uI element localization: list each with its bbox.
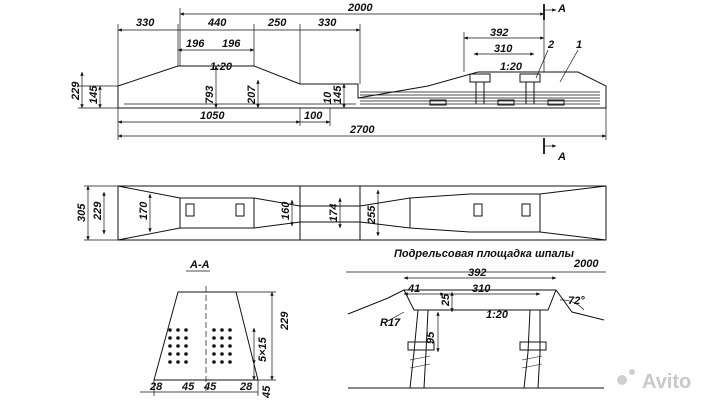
rail-slope: 1:20 <box>486 309 509 321</box>
plan-bolt-4 <box>521 203 531 217</box>
reinforcement-wire <box>184 352 188 356</box>
reinforcement-wire <box>176 360 180 364</box>
rail-dim-41: 41 <box>407 283 420 295</box>
reinforcement-wire <box>228 328 232 332</box>
dim-28-right: 28 <box>239 381 253 393</box>
dim-310: 310 <box>494 43 513 55</box>
reinforcement-wire <box>212 352 216 356</box>
reinforcement-wire <box>220 336 224 340</box>
section-title: А-А <box>189 259 210 271</box>
reinforcement-wire <box>168 360 172 364</box>
side-view-reinforcement <box>124 91 600 105</box>
dim-28-left: 28 <box>149 381 163 393</box>
section-mark-bottom: А <box>557 151 566 163</box>
reinforcement-wire <box>228 352 232 356</box>
dim-160: 160 <box>280 201 292 220</box>
plan-bolt-3 <box>473 203 483 217</box>
dim-2700: 2700 <box>349 124 375 136</box>
watermark-text: Avito <box>642 371 691 393</box>
avito-watermark: Avito <box>617 369 691 393</box>
plan-bolt-1 <box>185 203 195 217</box>
reinforcement-wire <box>168 344 172 348</box>
rail-seat-detail: Подрельсовая площадка шпалы 2000 392 41 … <box>346 248 606 389</box>
reinforcement-wire <box>220 352 224 356</box>
reinforcement-wire <box>212 344 216 348</box>
reinforcement-wire <box>168 352 172 356</box>
rail-dim-95: 95 <box>425 331 437 344</box>
dim-1050: 1050 <box>200 110 225 122</box>
reinforcement-wire <box>176 352 180 356</box>
dim-330-mid: 330 <box>318 17 337 29</box>
reinforcement-wire <box>168 336 172 340</box>
dim-330-left: 330 <box>136 17 155 29</box>
reinforcement-wire <box>176 344 180 348</box>
rail-dim-25: 25 <box>440 293 452 307</box>
rail-dim-r17: R17 <box>380 317 401 329</box>
reinforcement-wire <box>212 336 216 340</box>
reinforcement-wire <box>168 328 172 332</box>
reinforcement-wire <box>184 328 188 332</box>
reinforcement-wire <box>184 360 188 364</box>
reinforcement-wire <box>176 328 180 332</box>
plan-bolt-2 <box>235 203 245 217</box>
section-mark-top: А <box>557 3 566 15</box>
dim-2000: 2000 <box>347 2 373 14</box>
rail-dim-392: 392 <box>468 267 486 279</box>
rail-dim-310: 310 <box>472 283 491 295</box>
side-view-dim-lines <box>78 4 607 154</box>
plan-view-outline <box>117 185 607 241</box>
dim-255: 255 <box>366 205 378 225</box>
dim-793: 793 <box>204 86 216 104</box>
reinforcement-wire <box>212 360 216 364</box>
rail-seat-title: Подрельсовая площадка шпалы <box>394 248 575 260</box>
callout-2: 2 <box>547 39 554 51</box>
slope-left: 1:20 <box>210 61 233 73</box>
dim-100: 100 <box>304 110 323 122</box>
rail-dim-72deg: 72° <box>568 295 585 307</box>
dim-45-vertical: 45 <box>261 385 273 399</box>
side-view-outline <box>117 65 607 109</box>
dim-170: 170 <box>138 201 150 220</box>
dim-440: 440 <box>207 17 227 29</box>
dim-250: 250 <box>267 17 287 29</box>
dim-5x15: 5×15 <box>257 336 269 362</box>
section-wires <box>168 328 232 364</box>
slope-right: 1:20 <box>500 61 523 73</box>
side-view-fastenings <box>429 73 565 106</box>
dim-196-left: 196 <box>186 38 205 50</box>
dim-45-b: 45 <box>203 381 217 393</box>
dim-196-right: 196 <box>222 38 241 50</box>
dim-392: 392 <box>490 27 508 39</box>
section-a-a: А-А 229 5×15 45 28 45 45 28 <box>140 259 291 399</box>
watermark-dot-icon <box>617 375 627 385</box>
reinforcement-wire <box>184 344 188 348</box>
reinforcement-wire <box>220 360 224 364</box>
reinforcement-wire <box>220 328 224 332</box>
callout-1: 1 <box>576 39 582 51</box>
reinforcement-wire <box>220 344 224 348</box>
dim-145-mid: 145 <box>332 85 344 104</box>
reinforcement-wire <box>176 336 180 340</box>
dim-229-section: 229 <box>279 311 291 331</box>
reinforcement-wire <box>228 360 232 364</box>
rail-seat-anchors <box>407 309 547 389</box>
watermark-dot-icon <box>629 369 635 375</box>
reinforcement-wire <box>228 336 232 340</box>
dim-45-a: 45 <box>181 381 195 393</box>
dim-207: 207 <box>246 85 258 105</box>
dim-229-side: 229 <box>70 81 82 101</box>
rail-dim-2000: 2000 <box>573 258 599 270</box>
dim-10: 10 <box>322 91 334 104</box>
dim-229-plan: 229 <box>92 201 104 221</box>
rail-seat-profile <box>347 289 605 321</box>
reinforcement-wire <box>228 344 232 348</box>
dim-305: 305 <box>76 203 88 222</box>
side-view: 330 440 250 330 2000 196 196 392 310 1:2… <box>70 2 607 163</box>
dim-145-left: 145 <box>88 85 100 104</box>
reinforcement-wire <box>184 336 188 340</box>
plan-view: 305 229 170 160 174 255 <box>76 185 607 241</box>
reinforcement-wire <box>212 328 216 332</box>
dim-174: 174 <box>328 204 340 222</box>
